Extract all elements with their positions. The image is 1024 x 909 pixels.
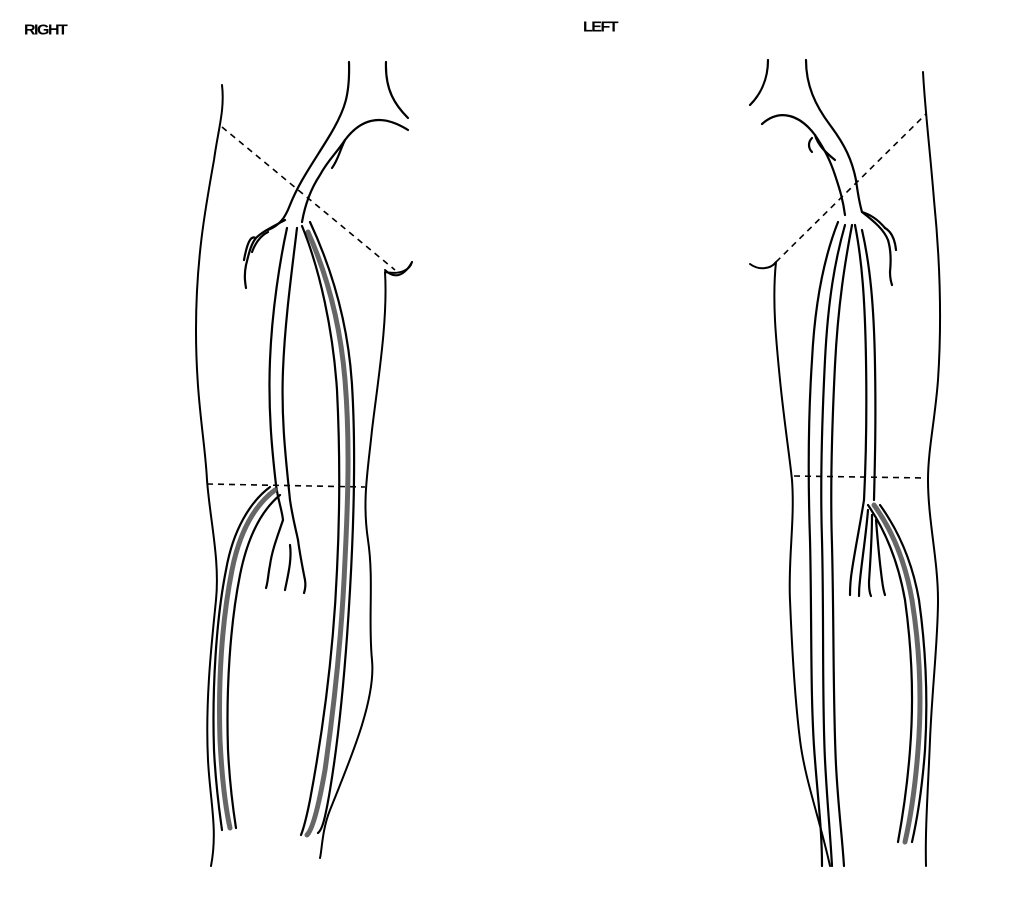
right-knee-line: [206, 483, 366, 488]
left-leg: [748, 58, 942, 868]
right-tibial-branch-3: [283, 543, 292, 592]
right-femoral-artery: [304, 229, 351, 838]
left-internal-iliac-branch: [807, 133, 837, 162]
left-iliac-artery-wall-b: [804, 58, 887, 230]
right-internal-iliac-branch: [330, 138, 347, 170]
right-leg-label: RIGHT: [24, 22, 68, 39]
right-leg: [195, 60, 413, 867]
left-inguinal-line: [775, 113, 927, 263]
right-anterior-tibial-artery: [217, 487, 278, 831]
right-profunda-artery-b: [281, 226, 300, 542]
left-leg-label: LEFT: [583, 19, 619, 36]
right-femoral-artery-wall-2: [308, 220, 356, 835]
left-femoral-vein-a: [807, 220, 840, 868]
right-tibial-branch-2: [296, 538, 307, 595]
right-leg-outer-contour: [195, 84, 224, 867]
right-iliac-artery-right-wall: [300, 60, 410, 224]
left-tibial-branch-2: [857, 508, 870, 598]
right-anterior-tibial-wall: [212, 485, 272, 832]
left-femoral-artery-a: [820, 223, 847, 868]
left-circumflex-branch: [860, 210, 898, 287]
right-circumflex-branch: [242, 218, 287, 290]
left-knee-line: [793, 475, 927, 479]
left-posterior-tibial-wall-2: [878, 503, 928, 844]
left-tibial-branch-3: [867, 513, 874, 598]
left-iliac-artery-wall-a: [748, 58, 847, 217]
left-tibial-branch-4: [874, 518, 887, 597]
right-tibial-branch-1: [264, 518, 285, 590]
left-leg-outer-contour: [922, 71, 942, 867]
right-iliac-artery-left-wall: [266, 60, 351, 232]
right-femoral-artery-wall: [299, 224, 341, 837]
left-femoral-vein-c: [860, 228, 877, 502]
right-hip-curve: [384, 261, 413, 277]
left-femoral-vein-b: [853, 223, 868, 502]
left-tibial-branch-1: [848, 498, 866, 597]
right-profunda-artery-a: [268, 226, 289, 522]
right-anterior-tibial-wall-2: [226, 493, 282, 830]
left-femoral-artery-b: [830, 223, 854, 868]
left-posterior-tibial-artery: [871, 502, 923, 845]
left-posterior-tibial-wall: [866, 503, 914, 844]
left-leg-inner-contour: [749, 261, 831, 867]
